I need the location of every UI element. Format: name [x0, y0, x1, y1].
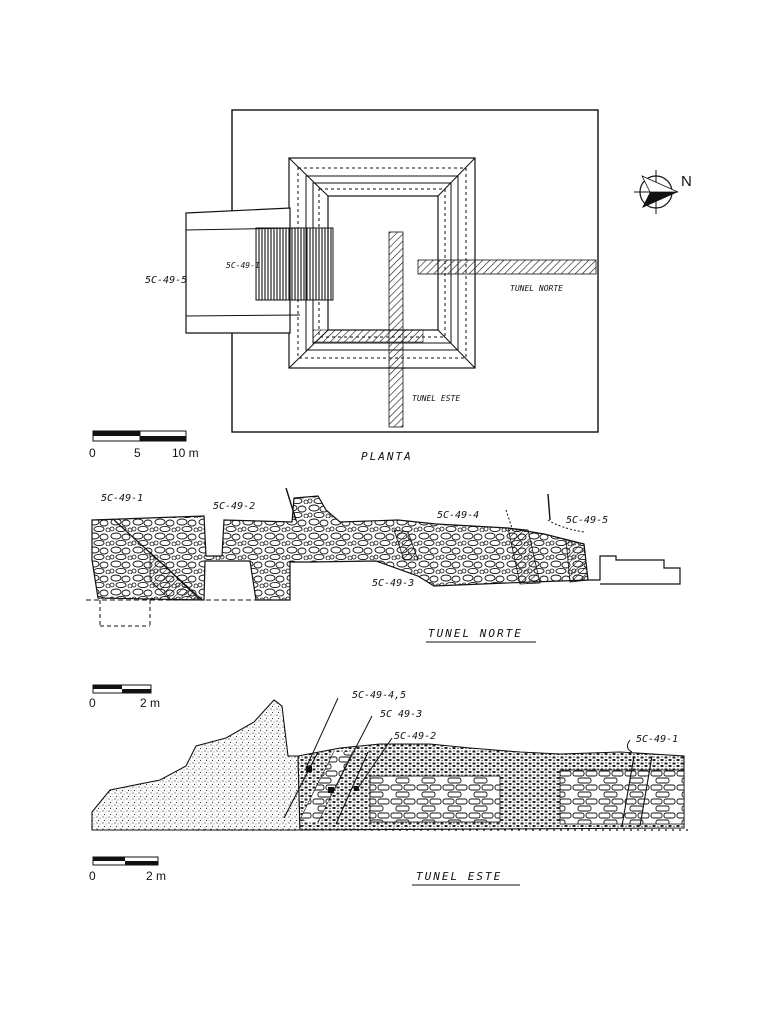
north-arrow-icon — [634, 170, 679, 214]
plan-scale-10m: 10 m — [172, 446, 199, 460]
east-section-fill-left — [91, 699, 301, 831]
plan-scale-bar — [92, 430, 187, 442]
plan-scale-5: 5 — [134, 446, 141, 460]
plan-scale-0: 0 — [89, 446, 96, 460]
north-scale-2m: 2 m — [140, 696, 160, 710]
east-section-blocks-right — [559, 769, 685, 825]
east-scale-0: 0 — [89, 869, 96, 883]
north-label-5c-49-3: 5C-49-3 — [372, 578, 414, 589]
north-tunnel-plan — [417, 259, 597, 275]
east-section-blocks-center — [369, 775, 501, 823]
plan-label-tunel-este: TUNEL ESTE — [412, 394, 460, 403]
plan-drawing: 5C-49-5 5C-49-1 TUNEL NORTE TUNEL ESTE N… — [89, 109, 692, 463]
east-label-5c-49-3: 5C 49-3 — [380, 709, 422, 720]
north-section-title: TUNEL NORTE — [428, 627, 523, 640]
east-label-5c-49-4-5: 5C-49-4,5 — [352, 690, 406, 701]
unit-5c-49-1-hatched — [255, 227, 334, 301]
north-label-5c-49-1: 5C-49-1 — [101, 493, 143, 504]
plan-label-5c-49-1: 5C-49-1 — [226, 261, 260, 270]
east-tunnel-section: 5C-49-4,5 5C 49-3 5C-49-2 5C-49-1 — [91, 690, 690, 831]
north-section-hatch-5c-49-4 — [507, 527, 541, 585]
north-tunnel-section: 5C-49-1 5C-49-2 5C-49-4 5C-49-5 5C-49-3 … — [86, 487, 681, 643]
east-label-5c-49-1: 5C-49-1 — [636, 734, 678, 745]
east-section-title: TUNEL ESTE — [416, 870, 502, 883]
north-label-5c-49-2: 5C-49-2 — [213, 501, 255, 512]
north-scale-bar — [92, 684, 152, 694]
north-label-5c-49-4: 5C-49-4 — [437, 510, 479, 521]
east-label-5c-49-2: 5C-49-2 — [394, 731, 436, 742]
east-scale-bar — [92, 856, 159, 866]
plan-label-tunel-norte: TUNEL NORTE — [510, 284, 563, 293]
north-label-5c-49-5: 5C-49-5 — [566, 515, 608, 526]
north-scale-0: 0 — [89, 696, 96, 710]
east-scale-2m: 2 m — [146, 869, 166, 883]
east-tunnel-plan — [388, 231, 404, 428]
plan-label-5c-49-5: 5C-49-5 — [145, 275, 187, 286]
north-label: N — [681, 173, 692, 190]
plan-title: PLANTA — [361, 450, 413, 463]
south-terrace-hatch — [312, 329, 424, 343]
north-section-right-wall — [588, 555, 681, 585]
north-section-hatch-5c-49-3 — [393, 529, 419, 561]
